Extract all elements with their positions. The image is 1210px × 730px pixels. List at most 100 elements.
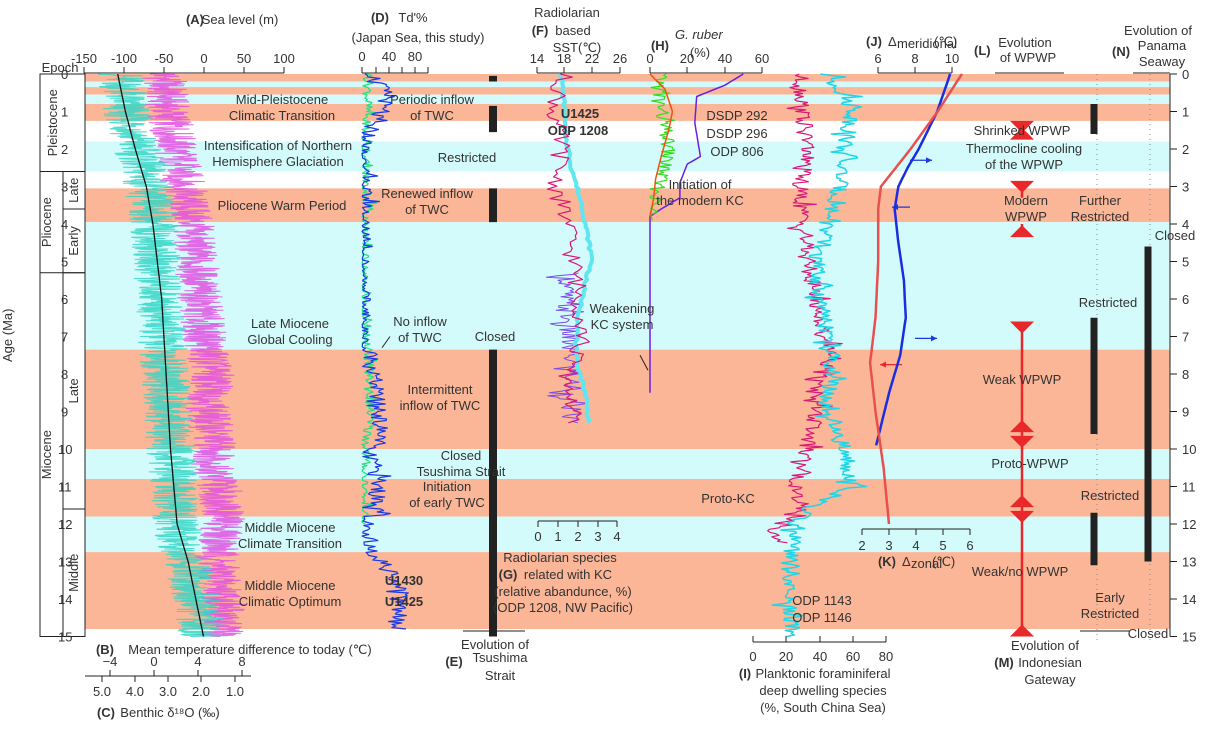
d18o-axis-tick-label: 4.0 (126, 684, 144, 699)
wpwp-annotation: of the WPWP (985, 157, 1063, 172)
band-warm (85, 74, 1170, 82)
age-tick-label-left: 6 (61, 292, 68, 307)
kc-species-title: Radiolarian species (503, 550, 617, 565)
band-cool (85, 222, 1170, 350)
gateway-annotation: Restricted (1071, 209, 1130, 224)
age-tick-label-right: 13 (1182, 555, 1196, 570)
td-axis-tick-label: 80 (408, 49, 422, 64)
td-axis-prefix: (D) (371, 10, 389, 25)
series-odp-1146 (771, 73, 868, 638)
site-label-odp1143: ODP 1143 (792, 593, 852, 608)
gruber-axis-tick-label: 60 (755, 51, 769, 66)
site-label-dsdp292: DSDP 292 (706, 108, 767, 123)
delta-meridional-axis-tick-label: 8 (911, 51, 918, 66)
delta-meridional-unit: (℃) (934, 34, 957, 49)
age-tick-label-left: 12 (58, 517, 72, 532)
indonesian-bar (1090, 512, 1098, 566)
indonesian-bar (1090, 104, 1098, 134)
wpwp-marker (1010, 321, 1034, 334)
age-tick-label-left: 1 (61, 105, 68, 120)
delta-zonal-tick-label: 5 (939, 538, 946, 553)
band-warm (85, 104, 1170, 121)
climate-annotation: Intensification of Northern (204, 138, 352, 153)
gateway-annotation: Further (1079, 193, 1122, 208)
kc-species-title-3: (relative abandunce, %) (494, 584, 631, 599)
panama-bar (1144, 246, 1152, 562)
age-tick-label-right: 10 (1182, 442, 1196, 457)
panama-title: Evolution of (1124, 23, 1192, 38)
delta-meridional-axis-tick-label: 6 (874, 51, 881, 66)
gateway-annotation: Early (1095, 590, 1125, 605)
panama-annotation: Closed (1128, 626, 1168, 641)
age-tick-label-right: 0 (1182, 67, 1189, 82)
kc-species-title-4: (ODP 1208, NW Pacific) (493, 600, 633, 615)
tsushima-title-2: Tsushima (473, 650, 529, 665)
panama-prefix: (N) (1112, 44, 1130, 59)
age-tick-label-right: 6 (1182, 292, 1189, 307)
wpwp-marker (1010, 624, 1034, 637)
deep-dwelling-title-3: (%, South China Sea) (760, 700, 886, 715)
arrow-right-icon-head (931, 335, 937, 342)
arrow-icon (639, 355, 649, 371)
climate-annotation: Middle Miocene (244, 578, 335, 593)
kc-species-tick-label: 2 (574, 529, 581, 544)
tsushima-annotation: Initiation (423, 479, 471, 494)
deep-dwelling-tick-label: 60 (846, 649, 860, 664)
climate-annotation: Hemisphere Glaciation (212, 154, 344, 169)
wpwp-annotation: WPWP (1005, 209, 1047, 224)
temp-axis-title: Mean temperature difference to today (℃) (128, 642, 371, 657)
site-label-dsdp296: DSDP 296 (706, 126, 767, 141)
arrow-right-icon-head (926, 157, 932, 164)
indonesian-title-3: Gateway (1024, 672, 1076, 687)
sea-level-axis-prefix: (A) (186, 12, 204, 27)
td-axis-subtitle: (Japan Sea, this study) (352, 30, 485, 45)
climate-annotation: Late Miocene (251, 316, 329, 331)
d18o-axis-prefix: (C) (97, 705, 115, 720)
sea-level-axis-tick-label: 100 (273, 51, 295, 66)
climate-annotation: Mid-Pleistocene (236, 92, 329, 107)
subepoch-label: Late (66, 378, 81, 403)
tsushima-bar (489, 349, 497, 637)
subepoch-label: Middle (66, 554, 81, 592)
band-cool (85, 141, 1170, 172)
epoch-label: Miocene (39, 430, 54, 479)
chart-marks (39, 67, 1177, 682)
delta-zonal-prefix: (K) (878, 554, 896, 569)
d18o-axis-tick-label: 1.0 (226, 684, 244, 699)
td-axis-title: Td'% (398, 10, 428, 25)
series-delta-zonal (868, 73, 963, 525)
age-tick-label-left: 10 (58, 442, 72, 457)
d18o-axis-tick-label: 3.0 (159, 684, 177, 699)
data-curves (98, 73, 963, 638)
climate-annotation: Middle Miocene (244, 520, 335, 535)
series-odp-1143 (767, 73, 843, 544)
gateway-annotation: Restricted (1081, 606, 1140, 621)
indonesian-title: Evolution of (1011, 638, 1079, 653)
age-tick-label-left: 4 (61, 217, 68, 232)
gruber-axis-subtitle: (%) (690, 45, 710, 60)
indonesian-title-2: Indonesian (1018, 655, 1082, 670)
gruber-axis-tick-label: 20 (680, 51, 694, 66)
kc-annotation: KC system (591, 317, 654, 332)
age-tick-label-left: 13 (58, 555, 72, 570)
delta-zonal-sub: zonal (911, 556, 942, 571)
kc-annotation: Initiation of (669, 177, 732, 192)
series-delta-meridional (874, 73, 952, 446)
tsushima-title-3: Strait (485, 668, 516, 683)
delta-zonal-tick-label: 3 (885, 538, 892, 553)
indonesian-prefix: (M) (994, 655, 1014, 670)
sea-level-axis-tick-label: -150 (71, 51, 97, 66)
deep-dwelling-prefix: (I) (739, 666, 751, 681)
arrow-icon (381, 336, 391, 349)
sst-axis-tick-label: 22 (585, 51, 599, 66)
temp-axis-tick-label: 4 (194, 654, 201, 669)
gruber-axis-title: G. ruber (675, 27, 723, 42)
wpwp-annotation: Weak/no WPWP (972, 564, 1069, 579)
band-warm (85, 349, 1170, 449)
series-dsdp-292 (649, 73, 744, 393)
series-benthic-d18o (98, 73, 228, 637)
climate-bands (85, 74, 1170, 629)
series-radiolarian-kc-species (546, 73, 590, 424)
wpwp-marker (1010, 127, 1034, 140)
